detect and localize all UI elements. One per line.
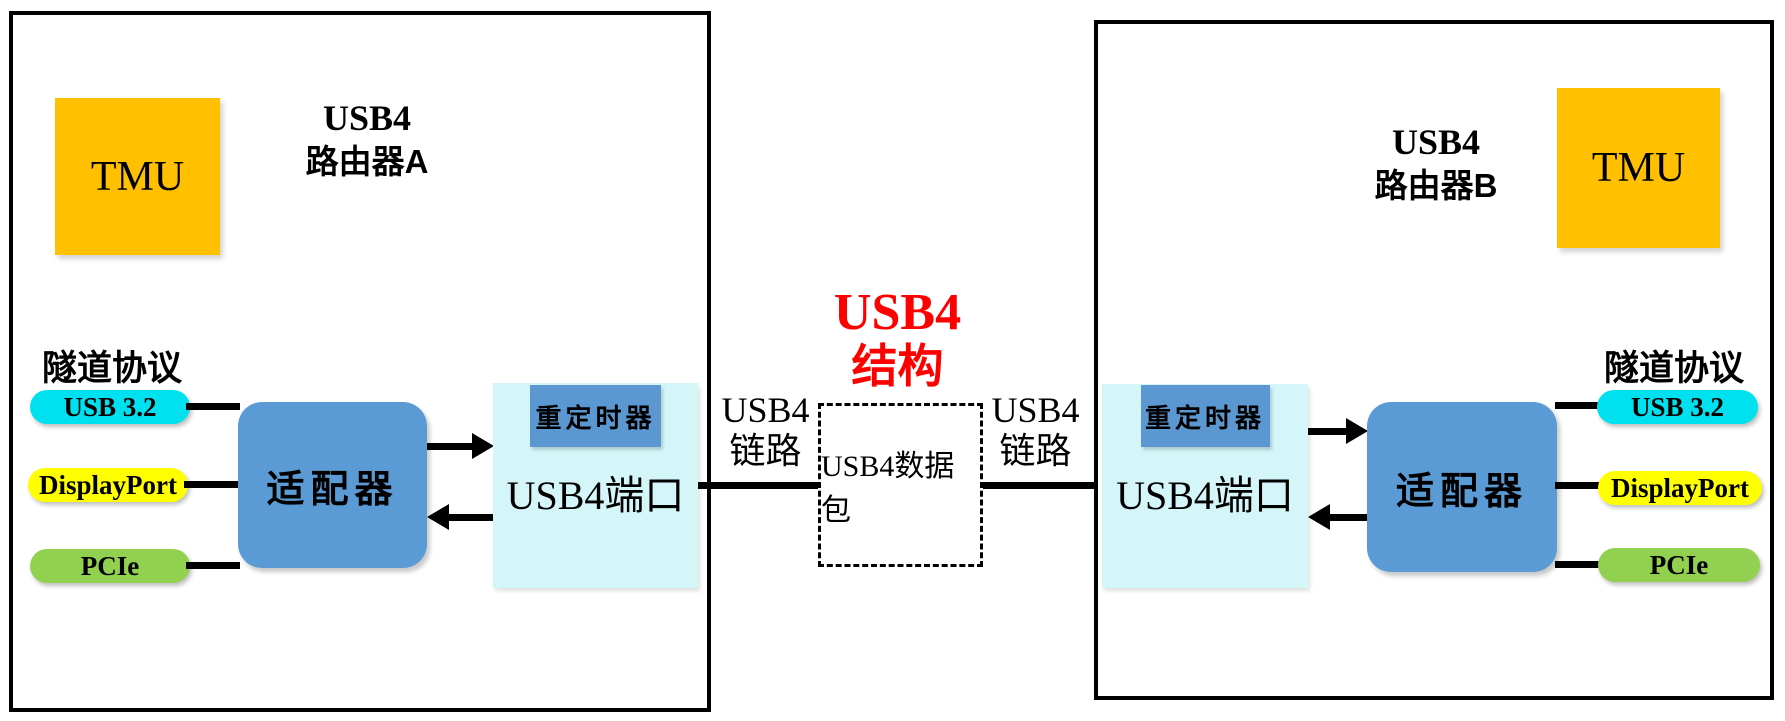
router-b-title-line1: USB4: [1391, 122, 1481, 162]
router-b-rx-arrowhead-icon: [1308, 504, 1330, 530]
router-a-port-label: USB4端口: [506, 473, 685, 518]
router-b-usb32-label: USB 3.2: [1630, 391, 1725, 422]
router-b-tmu-block: TMU: [1557, 88, 1720, 248]
router-a-retimer-block: 重定时器: [530, 385, 661, 447]
usb4-fabric-title-line1: USB4: [833, 284, 962, 341]
router-b-rx-arrow-line: [1329, 514, 1367, 521]
router-a-tmu-label: TMU: [90, 153, 185, 200]
router-b-title-line2: 路由器B: [1374, 167, 1498, 204]
router-a-usb32-label: USB 3.2: [63, 391, 157, 422]
usb4-packet-dashed-box: USB4数据包: [818, 403, 983, 567]
router-a-title-line1: USB4: [322, 98, 412, 138]
right-usb4-link-label-line1: USB4: [991, 390, 1080, 430]
router-a-title-line2: 路由器A: [305, 143, 429, 180]
router-a-usb32-connector-line: [186, 403, 240, 410]
router-b-pcie-pill: PCIe: [1598, 548, 1760, 582]
router-a-rx-arrowhead-icon: [427, 504, 449, 530]
router-a-tunnel-protocols-label: 隧道协议: [42, 349, 183, 388]
usb4-fabric-title: USB4 结构: [790, 284, 1005, 392]
right-usb4-link-label-line2: 链路: [999, 431, 1072, 472]
router-b-port-label: USB4端口: [1116, 473, 1294, 518]
left-usb4-link-label: USB4 链路: [713, 390, 818, 473]
router-a-rx-arrow-line: [448, 514, 493, 521]
router-a-adapter-label: 适配器: [266, 468, 399, 511]
router-b-tx-arrow-line: [1308, 428, 1351, 435]
router-b-displayport-connector-line: [1555, 482, 1600, 489]
left-usb4-link-label-line2: 链路: [729, 431, 802, 472]
router-a-pcie-label: PCIe: [80, 550, 140, 581]
router-b-adapter-block: 适配器: [1367, 402, 1557, 572]
router-b-usb4-port-block: 重定时器 USB4端口: [1102, 384, 1308, 588]
router-b-retimer-label: 重定时器: [1144, 402, 1265, 433]
router-a-usb4-port-block: 重定时器 USB4端口: [493, 383, 698, 588]
router-b-tmu-label: TMU: [1591, 145, 1686, 191]
right-usb4-link-label: USB4 链路: [983, 390, 1088, 473]
router-b-tunnel-protocols-label: 隧道协议: [1604, 349, 1745, 388]
router-a-pcie-connector-line: [186, 562, 240, 569]
router-a-title: USB4 路由器A: [247, 96, 487, 182]
router-a-retimer-label: 重定时器: [535, 402, 656, 433]
router-b-tx-arrowhead-icon: [1346, 418, 1368, 444]
router-b-pcie-label: PCIe: [1649, 549, 1709, 580]
router-a-pcie-pill: PCIe: [30, 549, 190, 583]
router-b-adapter-label: 适配器: [1395, 470, 1528, 513]
router-b-usb32-connector-line: [1555, 402, 1600, 409]
usb4-packet-label: USB4数据包: [821, 450, 955, 527]
left-usb4-link-label-line1: USB4: [721, 390, 810, 430]
router-a-tmu-block: TMU: [55, 98, 220, 255]
router-b-title: USB4 路由器B: [1316, 120, 1556, 206]
router-a-adapter-block: 适配器: [238, 402, 427, 568]
router-b-usb32-pill: USB 3.2: [1597, 390, 1758, 424]
router-b-retimer-block: 重定时器: [1140, 385, 1270, 447]
usb4-fabric-title-line2: 结构: [851, 340, 944, 393]
router-b-displayport-pill: DisplayPort: [1598, 471, 1762, 505]
router-b-displayport-label: DisplayPort: [1611, 472, 1749, 503]
router-a-tx-arrow-line: [427, 443, 477, 450]
router-a-displayport-pill: DisplayPort: [28, 468, 188, 502]
router-a-tx-arrowhead-icon: [472, 433, 494, 459]
router-a-displayport-connector-line: [184, 481, 240, 488]
router-a-usb32-pill: USB 3.2: [30, 390, 190, 424]
router-b-pcie-connector-line: [1555, 561, 1600, 568]
router-a-displayport-label: DisplayPort: [39, 469, 177, 500]
